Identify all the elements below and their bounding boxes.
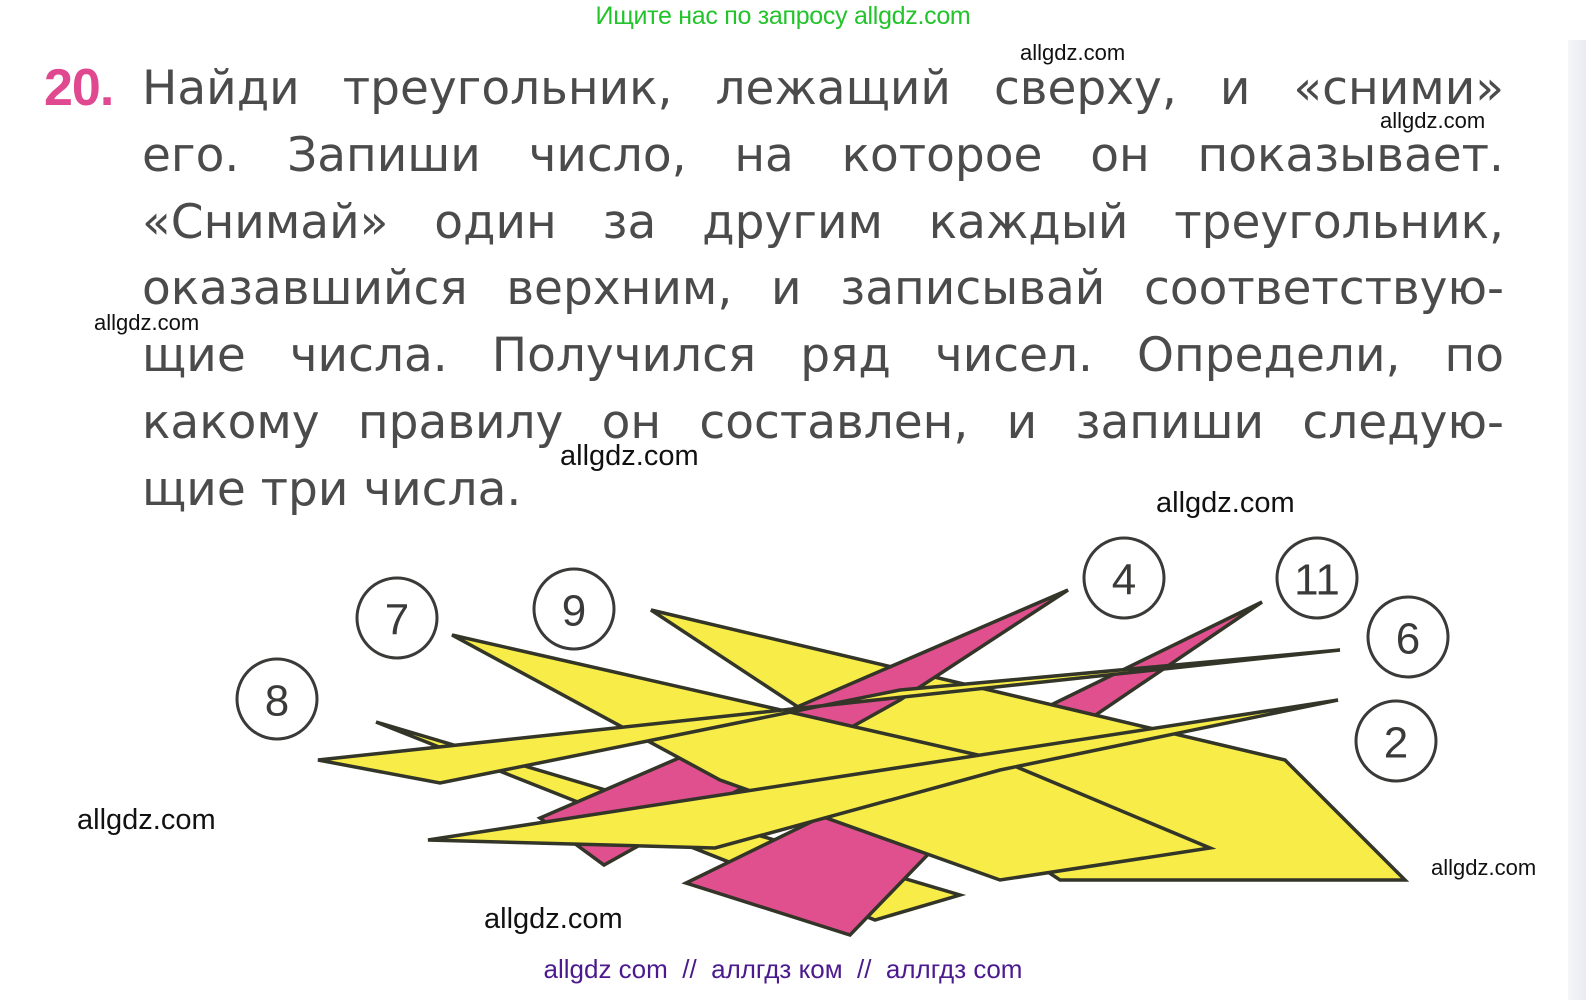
svg-text:8: 8 <box>265 677 289 726</box>
svg-text:2: 2 <box>1384 719 1408 768</box>
svg-text:9: 9 <box>562 587 586 636</box>
watermark: allgdz.com <box>1431 855 1537 880</box>
search-banner: Ищите нас по запросу allgdz.com <box>595 2 971 30</box>
number-circle-7: 7 <box>355 576 439 660</box>
task-line: «Снимай» один за другим каждый треугольн… <box>142 194 1504 250</box>
watermark: allgdz.com <box>1020 40 1126 65</box>
watermark: allgdz.com <box>77 804 216 836</box>
watermark: allgdz.com <box>484 903 623 935</box>
number-circle-9: 9 <box>532 567 616 651</box>
svg-text:6: 6 <box>1396 615 1420 664</box>
triangle-2 <box>427 698 1339 850</box>
task-line: щие три числа. <box>142 461 522 517</box>
footer-watermark: allgdz com // аллгдз ком // аллгдз com <box>543 954 1023 984</box>
watermark: allgdz.com <box>1380 108 1486 133</box>
number-circle-2: 2 <box>1354 699 1438 783</box>
triangle-6 <box>317 648 1341 785</box>
task-line: щие числа. Получился ряд чисел. Определи… <box>142 328 1504 384</box>
svg-text:11: 11 <box>1294 556 1340 605</box>
svg-text:7: 7 <box>385 596 409 645</box>
task-line: оказавшийся верхним, и записывай соответ… <box>142 261 1504 317</box>
triangle-7 <box>451 633 1217 882</box>
number-circle-11: 11 <box>1275 536 1359 620</box>
number-circle-6: 6 <box>1366 595 1450 679</box>
watermark: allgdz.com <box>94 310 200 335</box>
watermark: allgdz.com <box>560 440 699 472</box>
svg-text:4: 4 <box>1112 556 1136 605</box>
number-circle-8: 8 <box>235 657 319 741</box>
task-line: его. Запиши число, на которое он показыв… <box>142 127 1504 183</box>
task-text: Найди треугольник, лежащий сверху, и «сн… <box>142 56 1504 524</box>
watermark: allgdz.com <box>1156 487 1295 519</box>
task-number: 20. <box>44 59 114 117</box>
number-circle-4: 4 <box>1082 536 1166 620</box>
task-line: Найди треугольник, лежащий сверху, и «сн… <box>142 61 1504 116</box>
task-line: какому правилу он составлен, и запиши сл… <box>142 394 1504 450</box>
page-edge-shadow <box>1568 40 1586 1000</box>
